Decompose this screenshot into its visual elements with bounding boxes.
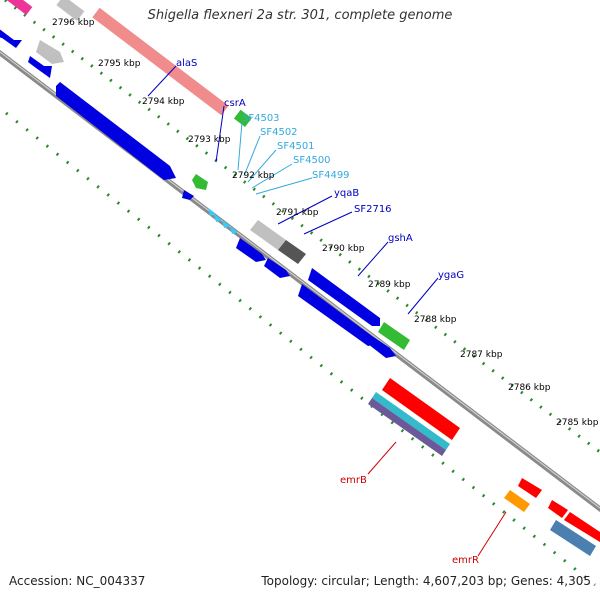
red-feature-c bbox=[548, 500, 568, 518]
steel-blue-feature bbox=[550, 520, 596, 556]
leader-SF4501 bbox=[247, 149, 277, 183]
alaS-red-feature bbox=[92, 7, 229, 116]
gene-label-SF4503: SF4503 bbox=[242, 113, 280, 124]
orange-feature bbox=[504, 490, 530, 512]
topology-label: Topology: circular; Length: 4,607,203 bp… bbox=[261, 574, 591, 588]
cds-arrow bbox=[236, 238, 266, 262]
gray-feature-c bbox=[250, 220, 286, 250]
leader-ygaG bbox=[407, 277, 439, 315]
tick-label-2790: 2790 kbp bbox=[322, 244, 365, 254]
tick-label-2785: 2785 kbp bbox=[556, 418, 599, 428]
gene-label-alaS: alaS bbox=[176, 58, 197, 69]
gene-label-SF4501: SF4501 bbox=[277, 141, 315, 152]
cds-arrow bbox=[56, 82, 176, 180]
cds-arrow bbox=[264, 258, 290, 278]
pink-feature bbox=[0, 0, 33, 15]
tick-label-2793: 2793 kbp bbox=[188, 135, 231, 145]
features-misc bbox=[36, 40, 600, 556]
gene-label-emrB: emrB bbox=[340, 475, 367, 486]
gene-label-yqaB: yqaB bbox=[334, 188, 359, 199]
emrB-cyan-feature bbox=[372, 392, 450, 450]
leader-SF4502 bbox=[243, 135, 261, 177]
red-feature-b bbox=[518, 478, 542, 498]
green-feature-b bbox=[192, 174, 208, 190]
leader-alaS bbox=[147, 65, 177, 97]
cyan-trna-3 bbox=[222, 220, 230, 228]
leader-SF2716 bbox=[303, 211, 353, 235]
red-feature-d bbox=[564, 512, 600, 542]
tick-label-2786: 2786 kbp bbox=[508, 383, 551, 393]
features-blue-forward bbox=[0, 29, 396, 358]
emrB-red-feature bbox=[382, 378, 460, 440]
tick-label-2791: 2791 kbp bbox=[276, 208, 319, 218]
emrB-purple-feature bbox=[368, 398, 446, 456]
cds-arrow bbox=[308, 268, 380, 326]
gene-label-SF4502: SF4502 bbox=[260, 127, 298, 138]
leader-lines bbox=[147, 65, 507, 557]
tick-label-2792: 2792 kbp bbox=[232, 171, 275, 181]
gene-label-gshA: gshA bbox=[388, 233, 413, 244]
leader-gshA bbox=[357, 241, 389, 277]
gray-feature-b bbox=[36, 40, 64, 64]
cds-arrow bbox=[28, 56, 52, 78]
dark-gray-feature bbox=[278, 240, 306, 264]
gene-label-emrR: emrR bbox=[452, 555, 479, 566]
outer-dotted-track bbox=[4, 0, 600, 454]
leader-csrA bbox=[215, 105, 225, 163]
leader-yqaB bbox=[277, 195, 333, 225]
cyan-trna-4 bbox=[230, 226, 238, 234]
cds-arrow bbox=[298, 284, 376, 346]
accession-label: Accession: NC_004337 bbox=[9, 574, 146, 588]
inner-dotted-track bbox=[5, 111, 596, 587]
leader-emrB bbox=[367, 441, 397, 475]
green-feature-a bbox=[233, 109, 252, 128]
gene-labels: alaS csrA SF4503 SF4502 SF4501 SF4500 SF… bbox=[176, 58, 479, 566]
gene-label-csrA: csrA bbox=[224, 98, 246, 109]
tick-label-2795: 2795 kbp bbox=[98, 59, 141, 69]
gene-label-ygaG: ygaG bbox=[438, 270, 464, 281]
tick-label-2788: 2788 kbp bbox=[414, 315, 457, 325]
leader-SF4503 bbox=[237, 121, 243, 171]
green-feature-c bbox=[378, 322, 410, 350]
leader-SF4500 bbox=[251, 163, 293, 189]
map-title: Shigella flexneri 2a str. 301, complete … bbox=[147, 8, 453, 23]
tick-labels: 2796 kbp 2795 kbp 2794 kbp 2793 kbp 2792… bbox=[52, 18, 599, 428]
gene-label-SF2716: SF2716 bbox=[354, 204, 392, 215]
leader-SF4499 bbox=[255, 177, 313, 195]
tick-label-2787: 2787 kbp bbox=[460, 350, 503, 360]
cds-arrow bbox=[368, 336, 396, 358]
tick-label-2789: 2789 kbp bbox=[368, 280, 411, 290]
gray-feature-a bbox=[56, 0, 85, 21]
leader-emrR bbox=[477, 511, 507, 557]
dotted-tracks bbox=[4, 0, 600, 587]
cds-arrow bbox=[182, 190, 194, 200]
cds-arrow bbox=[0, 29, 22, 48]
tick-label-2796: 2796 kbp bbox=[52, 18, 95, 28]
features-upper bbox=[0, 0, 252, 128]
tick-label-2794: 2794 kbp bbox=[142, 97, 185, 107]
cyan-trna-2 bbox=[214, 214, 222, 222]
gene-label-SF4499: SF4499 bbox=[312, 170, 350, 181]
gene-label-SF4500: SF4500 bbox=[293, 155, 331, 166]
